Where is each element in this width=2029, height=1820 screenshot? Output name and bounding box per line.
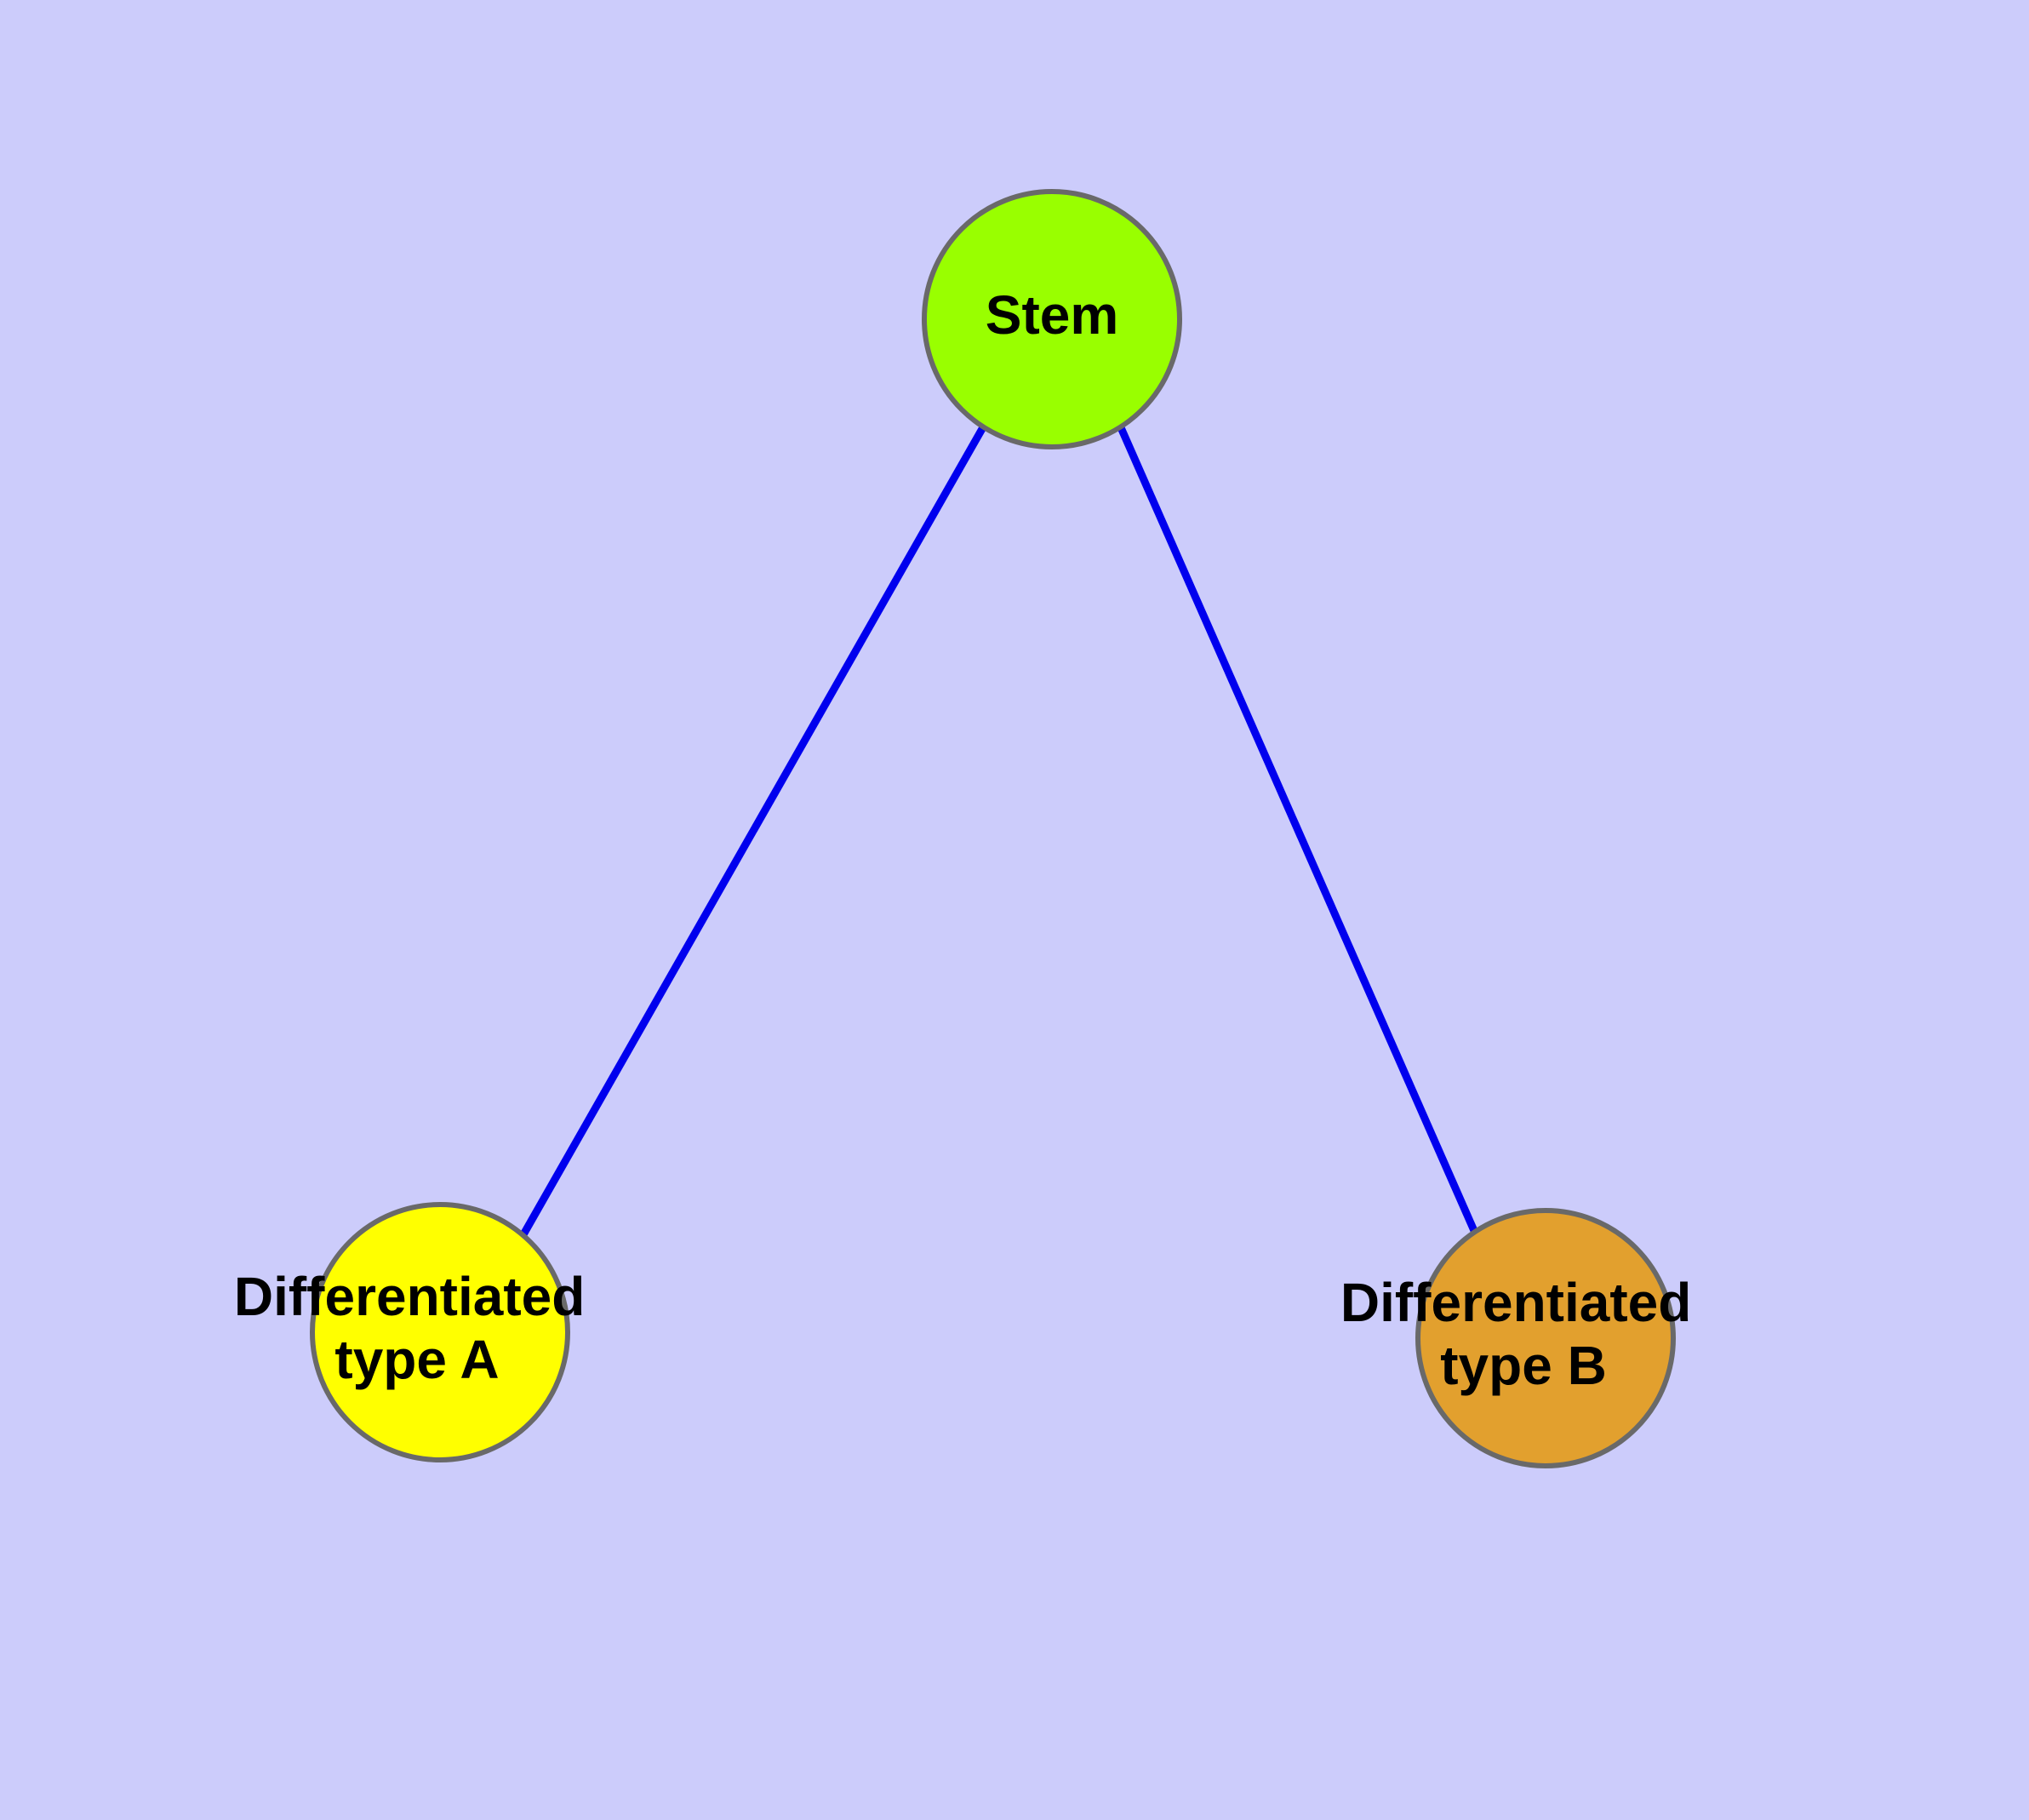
node-stem-label-line1: Stem [986,284,1119,346]
node-diff-a-label-line1: Differentiated [234,1266,586,1327]
node-diff-a-label: Differentiated type A [234,1266,600,1390]
node-diff-b-label-line1: Differentiated [1340,1272,1692,1333]
node-diff-b-circle[interactable] [1415,1208,1676,1468]
edge-stem-to-diff-b[interactable] [1116,424,1479,1234]
edge-stem-to-diff-a[interactable] [519,425,986,1239]
node-stem-circle[interactable] [922,189,1182,449]
node-diff-b-label-line2: type B [1440,1335,1607,1396]
node-diff-b-label: Differentiated type B [1340,1272,1706,1396]
node-diff-a-label-line2: type A [334,1329,499,1390]
node-stem[interactable]: Stem [922,189,1182,449]
edge-layer [519,424,1479,1239]
node-stem-label: Stem [986,284,1119,346]
node-layer: Stem Differentiated type A Differentiate… [234,189,1706,1468]
node-diff-a[interactable]: Differentiated type A [234,1202,600,1462]
node-diff-b[interactable]: Differentiated type B [1340,1208,1706,1468]
node-diff-a-circle[interactable] [310,1202,570,1462]
